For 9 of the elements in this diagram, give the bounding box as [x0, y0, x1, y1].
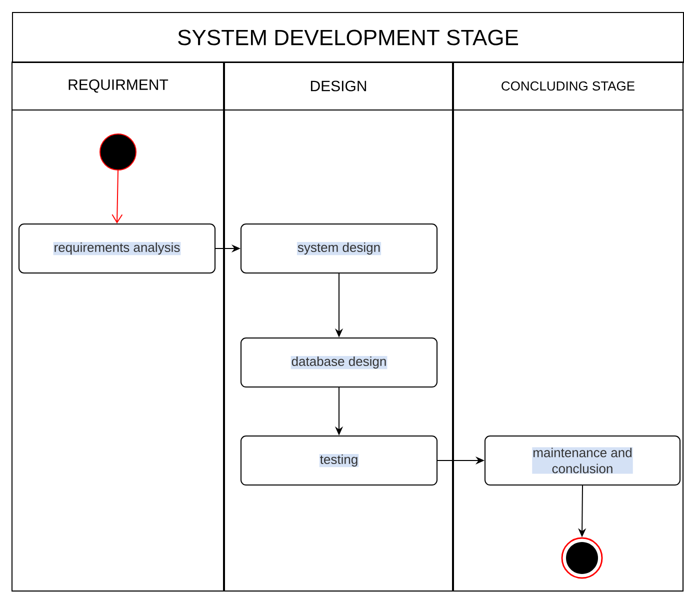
activity-box: system design [240, 224, 438, 274]
activity-box: maintenance and conclusion [484, 436, 680, 486]
activity-box: database design [240, 338, 438, 388]
title-band: SYSTEM DEVELOPMENT STAGE [12, 12, 684, 63]
activity-box: testing [240, 436, 438, 486]
arrow [112, 170, 123, 224]
activity-box: requirements analysis [18, 224, 216, 274]
start-node [100, 134, 136, 170]
end-node [561, 537, 603, 579]
